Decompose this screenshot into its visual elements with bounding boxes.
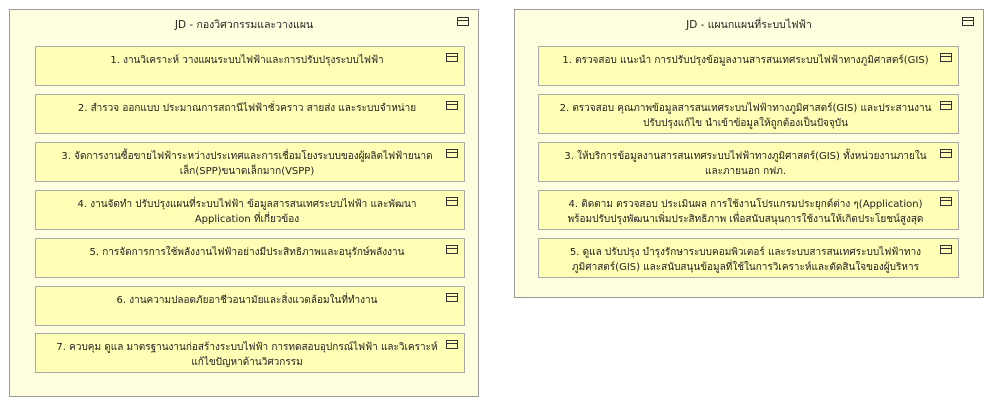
archimate-object-icon [940,53,952,62]
jd-box-3[interactable]: 3. ให้บริการข้อมูลงานสารสนเทศระบบไฟฟ้าทา… [538,142,959,182]
jd-box-label: 3. ให้บริการข้อมูลงานสารสนเทศระบบไฟฟ้าทา… [564,151,927,177]
group-title: JD - กองวิศวกรรมและวางแผน [174,19,314,31]
jd-box-label: 1. ตรวจสอบ แนะนำ การปรับปรุงข้อมูลงานสาร… [562,55,929,66]
jd-box-label: 4. งานจัดทำ ปรับปรุงแผนที่ระบบไฟฟ้า ข้อม… [77,199,417,225]
archimate-object-icon [446,101,458,110]
jd-box-5[interactable]: 5. ดูแล ปรับปรุง บำรุงรักษาระบบคอมพิวเตอ… [538,238,959,278]
jd-box-4[interactable]: 4. งานจัดทำ ปรับปรุงแผนที่ระบบไฟฟ้า ข้อม… [35,190,465,230]
jd-box-2[interactable]: 2. สำรวจ ออกแบบ ประมาณการสถานีไฟฟ้าชั่วค… [35,94,465,134]
archimate-object-icon [940,149,952,158]
group-engineering-planning[interactable]: JD - กองวิศวกรรมและวางแผน 1. งานวิเคราะห… [9,9,479,397]
archimate-object-icon [446,53,458,62]
jd-box-label: 2. สำรวจ ออกแบบ ประมาณการสถานีไฟฟ้าชั่วค… [77,103,417,114]
jd-box-1[interactable]: 1. ตรวจสอบ แนะนำ การปรับปรุงข้อมูลงานสาร… [538,46,959,86]
group-title: JD - แผนกแผนที่ระบบไฟฟ้า [686,19,812,31]
jd-box-label: 1. งานวิเคราะห์ วางแผนระบบไฟฟ้าและการปรั… [110,55,384,66]
jd-box-4[interactable]: 4. ติดตาม ตรวจสอบ ประเมินผล การใช้งานโปร… [538,190,959,230]
jd-box-1[interactable]: 1. งานวิเคราะห์ วางแผนระบบไฟฟ้าและการปรั… [35,46,465,86]
jd-box-3[interactable]: 3. จัดการงานซื้อขายไฟฟ้าระหว่างประเทศและ… [35,142,465,182]
archimate-object-icon [940,245,952,254]
archimate-object-icon [446,197,458,206]
archimate-object-icon [446,149,458,158]
jd-box-label: 5. การจัดการการใช้พลังงานไฟฟ้าอย่างมีประ… [89,247,405,258]
jd-box-6[interactable]: 6. งานความปลอดภัยอาชีวอนามัยและสิ่งแวดล้… [35,286,465,326]
archimate-object-icon [940,101,952,110]
jd-box-label: 4. ติดตาม ตรวจสอบ ประเมินผล การใช้งานโปร… [567,199,924,225]
jd-box-label: 3. จัดการงานซื้อขายไฟฟ้าระหว่างประเทศและ… [61,151,433,177]
jd-box-label: 6. งานความปลอดภัยอาชีวอนามัยและสิ่งแวดล้… [116,295,378,306]
archimate-object-icon [446,245,458,254]
archimate-object-icon [446,340,458,349]
archimate-object-icon [940,197,952,206]
archimate-object-icon [446,293,458,302]
jd-box-5[interactable]: 5. การจัดการการใช้พลังงานไฟฟ้าอย่างมีประ… [35,238,465,278]
jd-box-label: 2. ตรวจสอบ คุณภาพข้อมูลสารสนเทศระบบไฟฟ้า… [559,103,932,129]
jd-box-7[interactable]: 7. ควบคุม ดูแล มาตรฐานงานก่อสร้างระบบไฟฟ… [35,333,465,373]
archimate-object-icon [457,17,469,26]
jd-box-label: 5. ดูแล ปรับปรุง บำรุงรักษาระบบคอมพิวเตอ… [569,247,922,273]
jd-box-label: 7. ควบคุม ดูแล มาตรฐานงานก่อสร้างระบบไฟฟ… [56,342,438,368]
group-electrical-map[interactable]: JD - แผนกแผนที่ระบบไฟฟ้า 1. ตรวจสอบ แนะน… [514,9,984,298]
jd-box-2[interactable]: 2. ตรวจสอบ คุณภาพข้อมูลสารสนเทศระบบไฟฟ้า… [538,94,959,134]
archimate-object-icon [962,17,974,26]
